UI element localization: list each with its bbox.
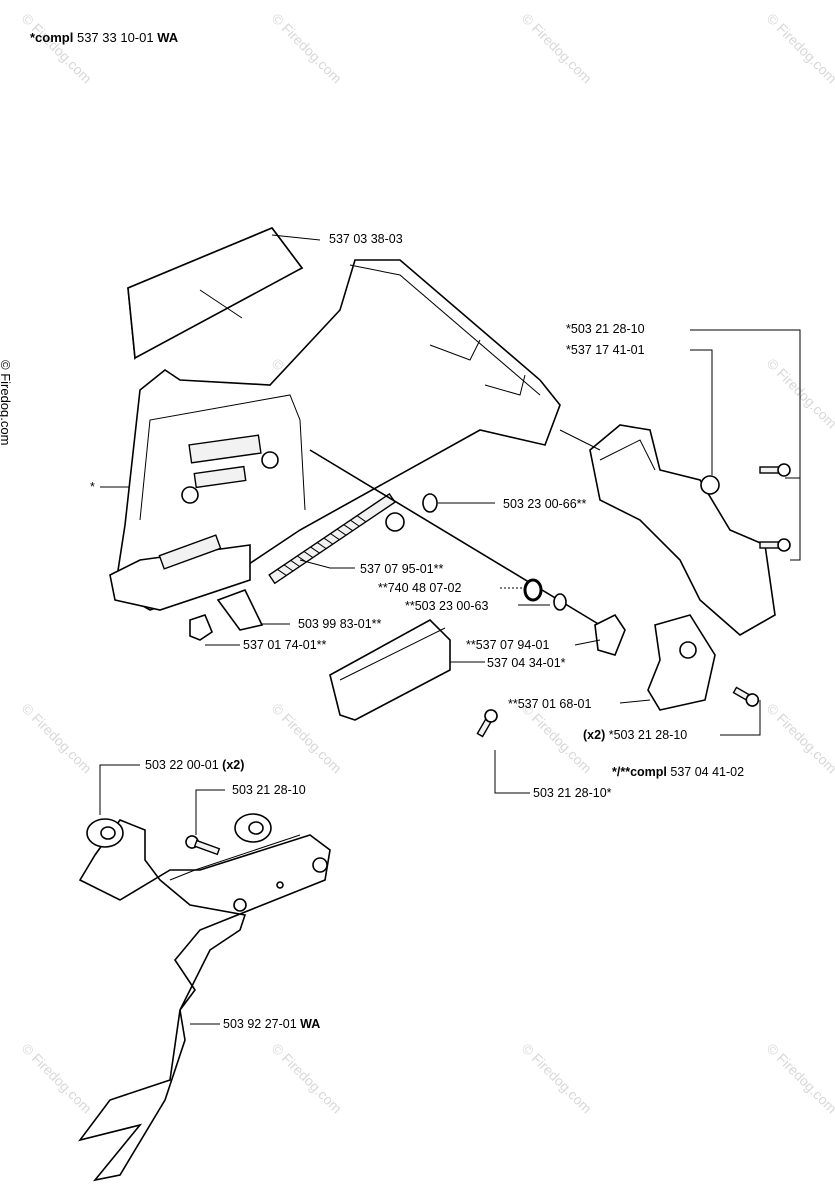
label-503-99-83-01: 503 99 83-01** (298, 617, 382, 631)
label-537-04-41-02: */**compl 537 04 41-02 (612, 765, 744, 779)
qty: (x2) (583, 728, 606, 742)
part-number: 503 92 27-01 (223, 1017, 297, 1031)
bushing (234, 813, 272, 843)
label-537-04-34-01: 537 04 34-01* (487, 656, 566, 670)
part-number: *503 21 28-10 (608, 728, 688, 742)
assembly-title: *compl 537 33 10-01 WA (30, 30, 178, 45)
screw (759, 538, 791, 552)
tensioner-screw (268, 492, 396, 585)
label-503-21-28-10-bumper: 503 21 28-10 (232, 783, 306, 797)
label-537-03-38-03: 537 03 38-03 (329, 232, 403, 246)
tensioner-knob (700, 475, 720, 495)
part-number: 537 04 41-02 (670, 765, 745, 779)
title-number: 537 33 10-01 (76, 30, 154, 45)
label-537-17-41-01: *537 17 41-01 (566, 343, 645, 357)
cover-slot (188, 434, 262, 464)
gear (385, 512, 405, 532)
nut (189, 614, 213, 641)
screw (759, 463, 791, 477)
screw (185, 835, 221, 856)
o-ring (523, 578, 543, 602)
screw (476, 709, 498, 738)
tensioner-block (647, 614, 716, 711)
label-537-07-95-01: 537 07 95-01** (360, 562, 444, 576)
label-503-21-28-10-star: 503 21 28-10* (533, 786, 612, 800)
cover-hole (261, 451, 279, 469)
chain-guide-plate (329, 619, 451, 721)
label-cover-star: * (90, 480, 95, 494)
label-537-07-94-01: **537 07 94-01 (466, 638, 550, 652)
suffix: WA (300, 1017, 321, 1031)
adjuster-pin (216, 588, 264, 631)
label-503-23-00-66: 503 23 00-66** (503, 497, 587, 511)
bushing (86, 818, 124, 848)
tensioner-cover (589, 424, 776, 636)
label-537-01-68-01: **537 01 68-01 (508, 697, 592, 711)
label-503-92-27-01: 503 92 27-01 WA (223, 1017, 320, 1031)
label-537-01-74-01: 537 01 74-01** (243, 638, 327, 652)
label-503-21-28-10: *503 21 28-10 (566, 322, 645, 336)
connecting-rod (309, 449, 601, 626)
cover-bottom-lip (109, 544, 251, 611)
title-suffix: WA (157, 30, 179, 45)
adjuster-gear (594, 613, 626, 656)
screw (732, 686, 760, 707)
label-503-22-00-01: 503 22 00-01 (x2) (145, 758, 244, 772)
washer (553, 593, 567, 611)
cover-hole (181, 486, 199, 504)
label-503-21-28-10-x2: (x2) *503 21 28-10 (583, 728, 687, 742)
compl-prefix: */**compl (612, 765, 667, 779)
part-number: 503 22 00-01 (145, 758, 219, 772)
label-503-23-00-63: **503 23 00-63 (405, 599, 489, 613)
title-prefix: *compl (30, 30, 74, 45)
spike-bumper (78, 819, 331, 1182)
cover-rail (158, 534, 222, 570)
decal-sheet-face (127, 227, 304, 360)
cover-slot (193, 465, 247, 489)
washer (422, 493, 438, 513)
qty: (x2) (222, 758, 245, 772)
label-740-48-07-02: **740 48 07-02 (378, 581, 462, 595)
